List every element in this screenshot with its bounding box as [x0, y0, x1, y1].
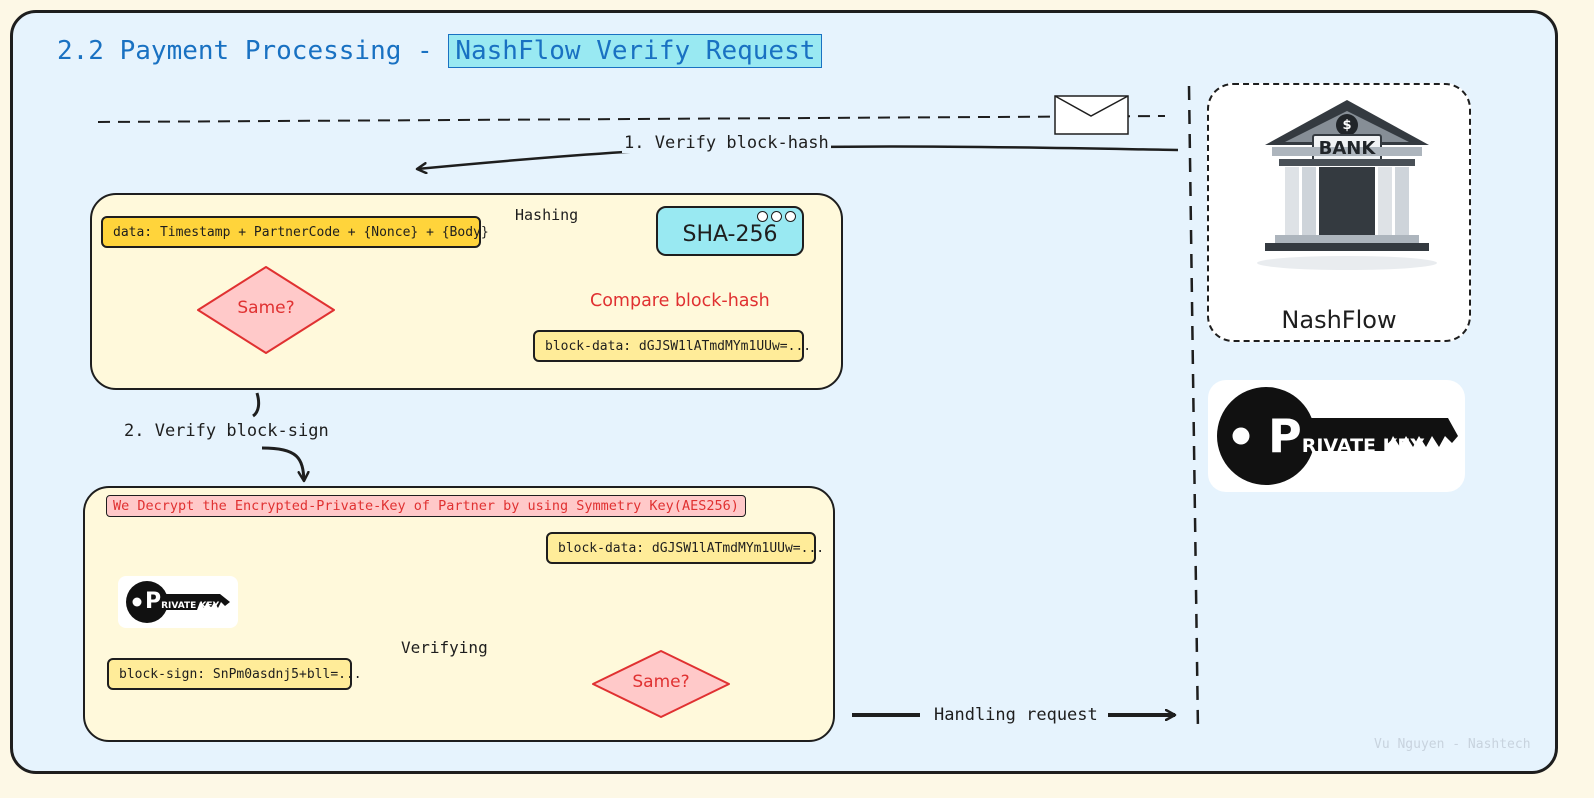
data-chip: data: Timestamp + PartnerCode + {Nonce} …: [101, 216, 489, 248]
nashflow-label: NashFlow: [1281, 306, 1397, 334]
envelope-icon: [1054, 95, 1129, 135]
same-label-sign: Same?: [632, 672, 690, 692]
key-rest-small: RIVATE KEY: [161, 601, 220, 611]
block-data-chip-hash: block-data: dGJSW1lATmdMYm1UUw=...: [533, 330, 811, 362]
top-dashed-line: [97, 115, 1166, 123]
key-icon-large: [1217, 387, 1458, 485]
same-diamond-sign: [592, 650, 730, 718]
private-key-card-large: PRIVATE KEY: [1208, 380, 1465, 492]
decrypt-note: We Decrypt the Encrypted-Private-Key of …: [106, 495, 746, 517]
sha256-label: SHA-256: [682, 221, 778, 247]
dollar-icon: $: [1342, 118, 1352, 133]
key-text-small: PRIVATE KEY: [145, 589, 219, 614]
title-highlight: NashFlow Verify Request: [448, 34, 823, 68]
key-text-large: PRIVATE KEY: [1268, 409, 1424, 463]
credit-text: Vu Nguyen - Nashtech: [1374, 737, 1531, 752]
handling-label: Handling request: [934, 705, 1098, 725]
block-data-chip-sign: block-data: dGJSW1lATmdMYm1UUw=...: [546, 532, 824, 564]
key-icon-small: [126, 581, 230, 623]
private-key-card-small: PRIVATE KEY: [118, 576, 238, 628]
verify-hash-label: 1. Verify block-hash: [622, 133, 831, 153]
same-label-hash: Same?: [237, 298, 295, 318]
vertical-separator: [1187, 85, 1200, 733]
bank-icon: [1257, 100, 1437, 270]
page-title: 2.2 Payment Processing - NashFlow Verify…: [57, 34, 823, 68]
block-sign-chip: block-sign: SnPm0asdnj5+bll=...: [107, 658, 362, 690]
verify-sign-label: 2. Verify block-sign: [122, 421, 331, 441]
same-diamond-hash: [197, 266, 335, 354]
title-prefix: 2.2 Payment Processing -: [57, 36, 449, 66]
verifying-label: Verifying: [401, 638, 488, 657]
key-letter-large: P: [1268, 409, 1302, 463]
verify-sign-arrow: [261, 446, 304, 481]
key-rest-large: RIVATE KEY: [1301, 435, 1425, 457]
hashing-label: Hashing: [515, 206, 579, 224]
sha256-box: SHA-256: [656, 206, 804, 256]
compare-label: Compare block-hash: [590, 291, 770, 311]
window-dots-icon: [757, 211, 796, 222]
verify-sign-connector: [252, 392, 261, 418]
key-letter-small: P: [145, 589, 162, 614]
nashflow-card: $ BANK NashFlow: [1207, 83, 1471, 342]
bank-sign: BANK: [1318, 138, 1376, 159]
